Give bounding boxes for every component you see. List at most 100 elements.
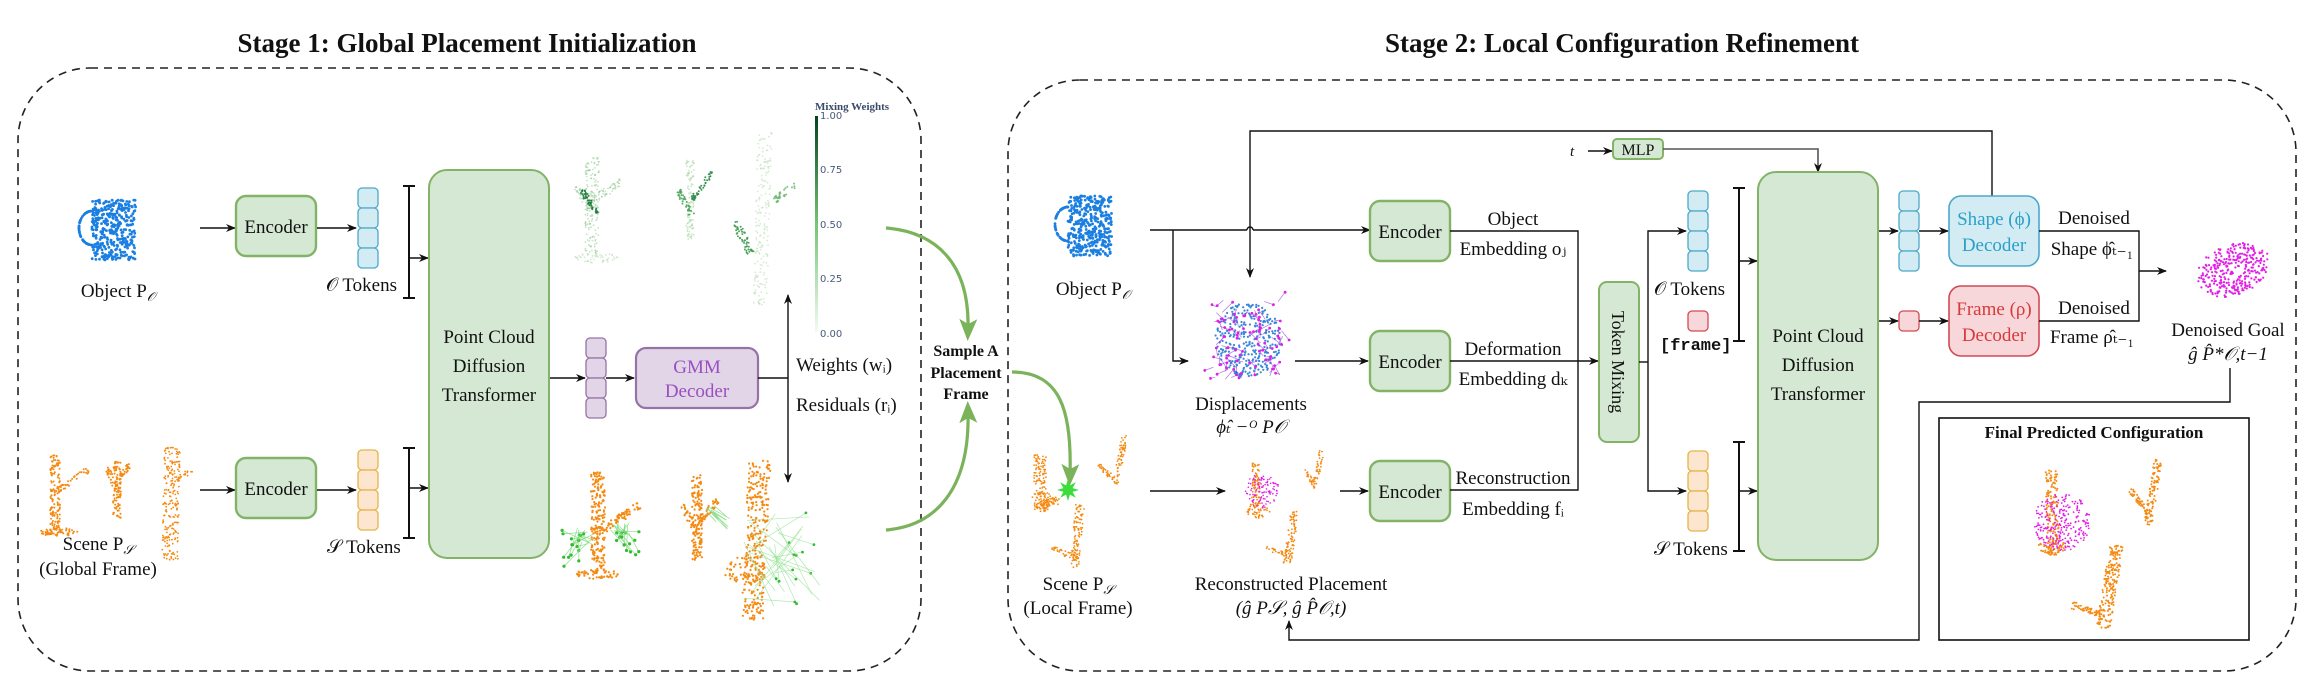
- denoised-goal-formula: ĝ P̂*𝒪,t−1: [2188, 344, 2268, 365]
- point: [2264, 270, 2267, 274]
- point: [176, 536, 179, 539]
- point: [2107, 601, 2110, 604]
- point: [586, 223, 589, 226]
- point: [2052, 486, 2055, 489]
- residual-line: [615, 533, 637, 555]
- point: [760, 194, 763, 197]
- point: [114, 503, 117, 506]
- point: [1250, 353, 1253, 356]
- point: [92, 221, 95, 225]
- point: [174, 493, 177, 496]
- point: [765, 281, 768, 284]
- point: [687, 187, 689, 189]
- point: [126, 465, 129, 468]
- point: [51, 490, 54, 492]
- point: [575, 190, 578, 193]
- point: [119, 493, 122, 495]
- point: [2227, 284, 2231, 287]
- point: [1235, 316, 1238, 319]
- point: [767, 264, 769, 267]
- point: [2229, 247, 2232, 250]
- point: [56, 520, 59, 523]
- output-object-tokens: [1898, 190, 1920, 272]
- point: [2051, 501, 2054, 504]
- point: [2243, 271, 2247, 274]
- point: [115, 253, 119, 257]
- point: [590, 219, 593, 222]
- point: [626, 510, 629, 513]
- point: [91, 211, 95, 215]
- point: [767, 170, 770, 173]
- point: [745, 572, 748, 575]
- point: [690, 526, 693, 529]
- point: [594, 203, 597, 206]
- point: [594, 254, 596, 257]
- point: [1080, 224, 1083, 227]
- point: [100, 207, 103, 211]
- point: [1238, 325, 1241, 328]
- point: [2250, 266, 2253, 269]
- point: [1238, 344, 1241, 347]
- point: [1259, 319, 1262, 323]
- point: [589, 245, 591, 247]
- point: [690, 479, 694, 483]
- point: [698, 536, 701, 539]
- point: [100, 213, 104, 217]
- point: [593, 196, 596, 199]
- stage2-object-label: Object P𝒪: [1056, 279, 1134, 302]
- point: [113, 506, 116, 509]
- point: [1094, 244, 1098, 248]
- point: [622, 543, 626, 547]
- point: [52, 488, 55, 491]
- point: [569, 553, 573, 557]
- point: [769, 187, 772, 189]
- point: [596, 471, 599, 474]
- point: [760, 248, 762, 251]
- final-predicted-configuration: Final Predicted Configuration: [1938, 417, 2250, 641]
- point: [599, 496, 602, 499]
- point: [1240, 320, 1243, 324]
- point: [593, 195, 596, 197]
- point: [804, 511, 808, 515]
- point: [584, 213, 587, 216]
- point: [1274, 329, 1277, 332]
- point: [2065, 505, 2067, 508]
- point: [1257, 304, 1260, 307]
- point: [90, 257, 94, 261]
- point: [590, 204, 593, 207]
- point: [56, 513, 59, 516]
- point: [2198, 276, 2201, 279]
- point: [2114, 588, 2117, 591]
- point: [123, 245, 127, 249]
- point: [764, 286, 767, 289]
- point: [585, 166, 588, 168]
- point: [754, 521, 757, 524]
- point: [2110, 619, 2113, 622]
- point: [2069, 522, 2072, 525]
- point: [764, 539, 767, 542]
- point: [2054, 494, 2057, 497]
- point: [690, 233, 693, 236]
- point: [2115, 558, 2118, 560]
- point: [2146, 509, 2149, 512]
- point: [2101, 618, 2103, 620]
- point: [172, 492, 174, 495]
- point: [590, 177, 593, 180]
- point: [2141, 500, 2144, 503]
- point: [1083, 194, 1086, 198]
- point: [755, 501, 758, 504]
- point: [700, 188, 703, 191]
- point: [124, 219, 127, 223]
- stage2-object-bracket: [1733, 187, 1758, 342]
- point: [584, 171, 587, 173]
- point: [2045, 477, 2048, 479]
- point: [1092, 205, 1095, 209]
- point: [1244, 370, 1247, 373]
- point: [751, 601, 754, 604]
- point: [2038, 513, 2041, 516]
- point: [764, 284, 766, 286]
- point: [761, 206, 764, 209]
- point: [2099, 604, 2101, 607]
- point: [1253, 317, 1256, 320]
- point: [759, 477, 762, 480]
